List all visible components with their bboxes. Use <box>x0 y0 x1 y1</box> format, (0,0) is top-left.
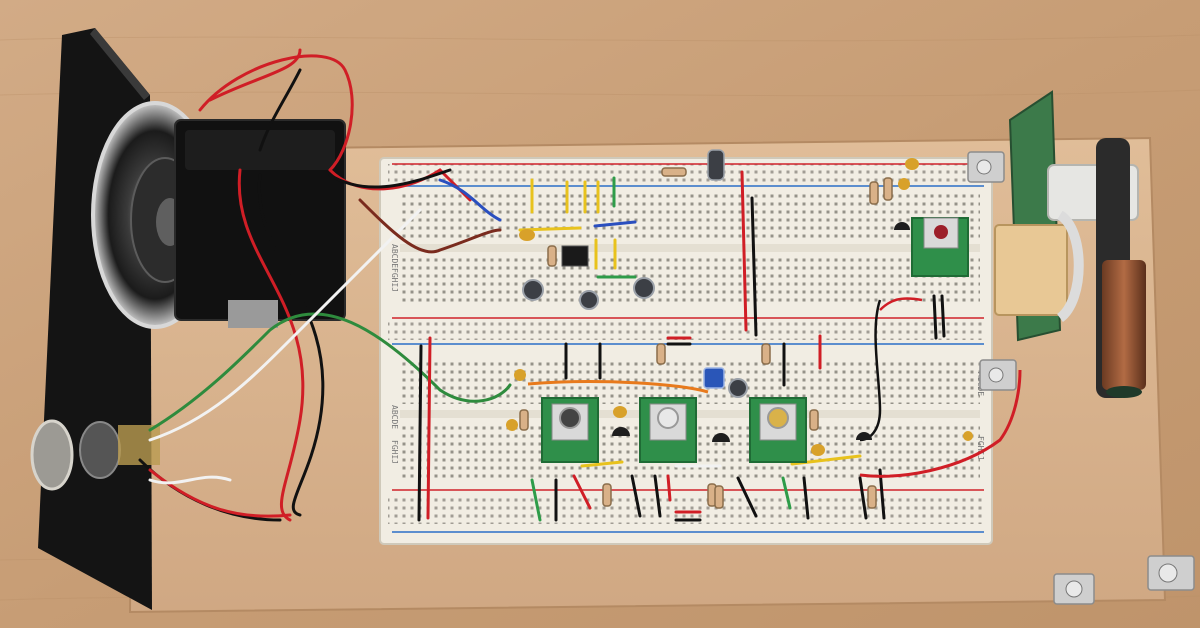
wire-harness <box>138 48 512 522</box>
external-red-black-lead <box>859 369 1022 478</box>
orange-jumper <box>527 380 709 394</box>
trimmer-pot <box>703 367 725 389</box>
encoder-module-3 <box>749 397 807 463</box>
row-letters-bottom: FGHIJ <box>390 268 399 292</box>
transistors <box>612 222 910 442</box>
ferrite-rod-antenna <box>1096 138 1146 398</box>
speaker-panel-edge <box>90 28 150 100</box>
capacitors <box>506 149 973 456</box>
encoder-module-2 <box>639 397 697 463</box>
encoder-module-1 <box>541 397 599 463</box>
external-lead-3 <box>879 297 923 311</box>
row-letters-lower-top: ABCDE <box>390 405 399 429</box>
breadboard <box>379 157 993 545</box>
resistors <box>519 167 893 509</box>
row-letters-right-2: FGHIJ <box>976 436 985 460</box>
row-letters-top: ABCDE <box>390 244 399 268</box>
row-letters-lower-bottom: FGHIJ <box>390 440 399 464</box>
ic-chip <box>561 245 589 267</box>
led-button-module <box>911 217 969 277</box>
mounting-brackets <box>967 151 1195 605</box>
audio-jack <box>30 419 160 491</box>
jumper-wires <box>417 170 946 522</box>
screw-heads <box>976 159 1178 598</box>
